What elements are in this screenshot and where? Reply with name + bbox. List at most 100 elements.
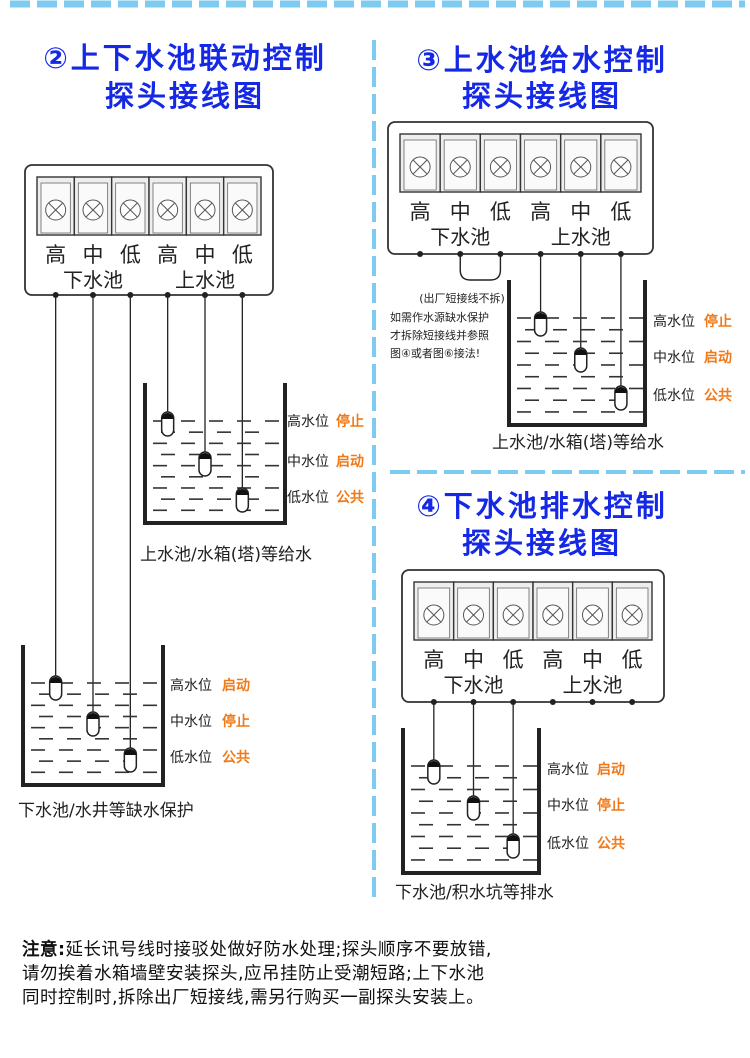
panel2-terminal-label: 高 [157,243,178,267]
panel2-upper-probe-tip [236,489,249,495]
panel3-terminal-label: 低 [490,200,511,224]
panel3-jumper-note: 如需作水源缺水保护 [390,310,489,324]
panel4-title-line1: ④下水池排水控制 [416,489,668,523]
panel2-group-lower-label: 下水池 [63,268,123,292]
panel4-terminal-label: 低 [503,648,524,672]
panel4-probe-tip [427,761,440,767]
panel2-screw-cross [48,202,64,218]
panel2-upper-level-state: 停止 [336,413,364,430]
panel4-probe-tip [467,797,480,803]
panel3-level-state: 启动 [704,349,732,366]
panel2-upper-probe-tip [199,453,211,459]
panel4-terminal-label: 中 [463,648,484,672]
panel4-screw-cross [426,607,442,623]
panel3-level-label: 高水位 [653,313,695,330]
panel4-wire-node [589,699,596,705]
panel4-level-state: 启动 [597,761,625,778]
panel3-terminal-label: 中 [450,200,471,224]
panel3-jumper-note: 图④或者图⑥接法! [390,346,480,360]
panel4-screw-cross [624,607,640,623]
panel2-terminal-label: 中 [195,243,216,267]
panel3-jumper-wire [459,254,502,281]
panel3-level-state: 公共 [704,387,732,404]
panel3-terminal-label: 低 [610,200,631,224]
panel3-jumper-note: (出厂短接线不拆) [419,291,505,305]
panel3-terminal-label: 高 [530,200,551,224]
panel3-tank-wall [507,280,647,427]
panel2-lower-level-state: 启动 [222,677,250,694]
panel2-group-upper-label: 上水池 [175,268,235,292]
panel2-screw-cross [85,202,101,218]
panel3-tank [507,280,647,427]
panel3-screw-cross [533,159,548,175]
panel2-title-line1: ②上下水池联动控制 [43,41,327,75]
panel2-screw-cross [160,202,176,218]
panel2-upper-level-label: 中水位 [287,454,329,470]
panel3-controller [387,121,654,257]
panel4-screw-cross [585,607,600,623]
panel4-group-upper-label: 上水池 [563,673,623,697]
note-label: 注意: [22,940,66,960]
panel3-screw-cross [573,159,589,175]
panel2-upper-level-state: 公共 [336,489,364,506]
panel4-controller [401,569,665,705]
panel3-level-label: 中水位 [653,350,695,366]
panel4-screw-cross [545,607,561,623]
panel2-controller [24,164,274,298]
panel4-terminal-label: 低 [622,648,643,672]
panel3-terminal-label: 中 [570,200,591,224]
panel4-wire-node [549,699,556,705]
panel2-lower-probe-tip [49,677,62,683]
panel3-title-line2: 探头接线图 [461,79,622,113]
panel4-tank-caption: 下水池/积水坑等排水 [395,883,554,903]
panel4-terminal-label: 高 [542,648,563,672]
panel2-terminal-label: 低 [120,243,141,267]
panel2-terminal-label: 中 [83,243,104,267]
panel4-probe-tip [507,834,520,841]
panel2-lower-tank [21,645,165,787]
panel3-probe-tip [534,313,547,319]
panel2-upper-tank-wall [143,383,287,525]
panel3-probe-tip [614,387,627,393]
panel2-lower-level-label: 低水位 [170,750,212,766]
panel2-lower-tank-wall [21,645,165,787]
panel2-lower-level-state: 公共 [222,749,250,766]
panel2-screw-cross [122,202,138,218]
panel4-level-state: 停止 [597,797,625,814]
note-block: 注意:延长讯号线时接驳处做好防水处理;探头顺序不要放错, 请勿挨着水箱墙壁安装探… [22,938,742,1010]
panel2-terminal-label: 高 [45,243,66,267]
panel4-screw-cross [505,607,521,623]
panel3-level-state: 停止 [704,313,732,330]
panel2-upper-tank [143,383,287,525]
panel3-terminal-label: 高 [410,200,431,224]
panel4-screw-cross [466,607,481,623]
panel2-lower-level-label: 中水位 [170,714,212,730]
note-line1: 延长讯号线时接驳处做好防水处理;探头顺序不要放错, [65,940,492,960]
panel2-lower-probe-tip [87,713,99,719]
panel4-wire-node [629,699,636,705]
panel2-upper-level-label: 低水位 [287,490,329,506]
panel2-lower-level-state: 停止 [222,713,250,730]
panel3-tank-caption: 上水池/水箱(塔)等给水 [492,433,664,453]
panel2-screw-cross [234,202,250,218]
note-line3: 同时控制时,拆除出厂短接线,需另行购买一副探头安装上。 [22,988,485,1008]
panel2-lower-probe-tip [124,749,137,755]
panel3-screw-cross [613,159,629,175]
panel4-level-state: 公共 [597,835,625,852]
panel3-title-line1: ③上水池给水控制 [416,43,668,77]
panel3-screw-cross [493,159,508,175]
panel3-probe-tip [574,349,587,355]
panel4-tank [401,728,541,875]
panel2-lower-tank-caption: 下水池/水井等缺水保护 [18,801,194,821]
panel2-upper-level-state: 启动 [336,453,364,470]
panel2-screw-cross [197,202,213,218]
panel2-title-line2: 探头接线图 [104,79,265,113]
panel3-screw-cross [452,159,468,175]
panel4-terminal-label: 高 [423,648,444,672]
panel3-wire-node [417,251,424,257]
panel4-level-label: 高水位 [547,761,589,778]
panel2-lower-level-label: 高水位 [170,677,212,694]
panel4-terminal-label: 中 [582,648,603,672]
